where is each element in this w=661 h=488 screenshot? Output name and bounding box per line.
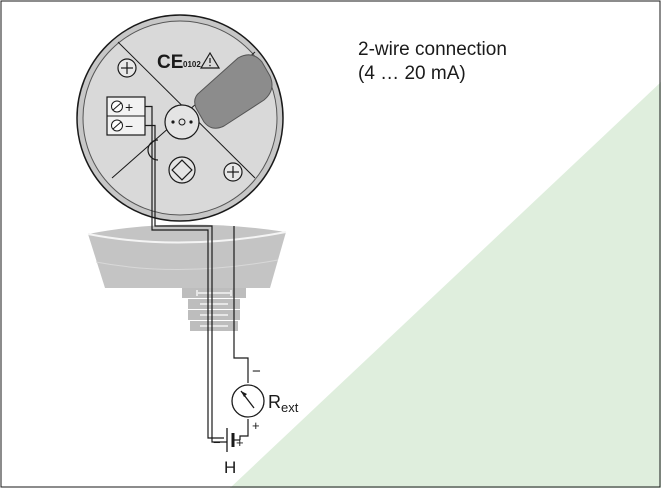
current-meter: [231, 384, 265, 418]
cable-gland: [182, 288, 246, 331]
caption-line-1: 2-wire connection: [358, 39, 507, 60]
terminal-block: + −: [106, 96, 146, 136]
terminal-screw-plus: [111, 100, 123, 113]
meter-label: Rext: [268, 392, 299, 415]
adjustment-screw: [168, 156, 196, 184]
supply-symbol: [226, 428, 240, 452]
warning-triangle-icon: [199, 51, 221, 69]
supply-minus-label: −: [213, 435, 221, 450]
supply-plus-label: +: [236, 435, 244, 450]
adjustment-screw-head: [171, 159, 193, 181]
sensor-fitting: [164, 104, 200, 140]
terminal-minus-label: −: [125, 118, 133, 134]
fixing-screw: [223, 162, 243, 182]
terminal-plus-label: +: [125, 99, 133, 115]
wire-meter-to-supply: [239, 419, 249, 440]
meter-needle-arrow: [241, 391, 247, 397]
sensor-pin: [189, 120, 193, 124]
cable-pad: [194, 54, 273, 129]
wire-to-meter: [233, 226, 249, 383]
supply-label: H: [224, 458, 236, 477]
ce-mark: CE: [157, 52, 183, 73]
fixing-screw: [117, 58, 137, 78]
caption-line-2: (4 … 20 mA): [358, 63, 466, 84]
terminal-screw-minus: [111, 119, 123, 132]
green-background-area: [230, 82, 661, 488]
approval-number: 0102: [183, 60, 201, 69]
wire-plus: [145, 105, 224, 439]
wiring: [145, 105, 249, 443]
meter-minus-label: −: [252, 363, 261, 380]
meter-plus-label: +: [252, 418, 260, 433]
sensor-fitting-centre: [178, 118, 186, 126]
sensor-pin: [171, 120, 175, 124]
housing-body: [87, 224, 287, 288]
wire-minus: [145, 124, 227, 443]
connection-head: CE 0102 + −: [76, 14, 284, 222]
